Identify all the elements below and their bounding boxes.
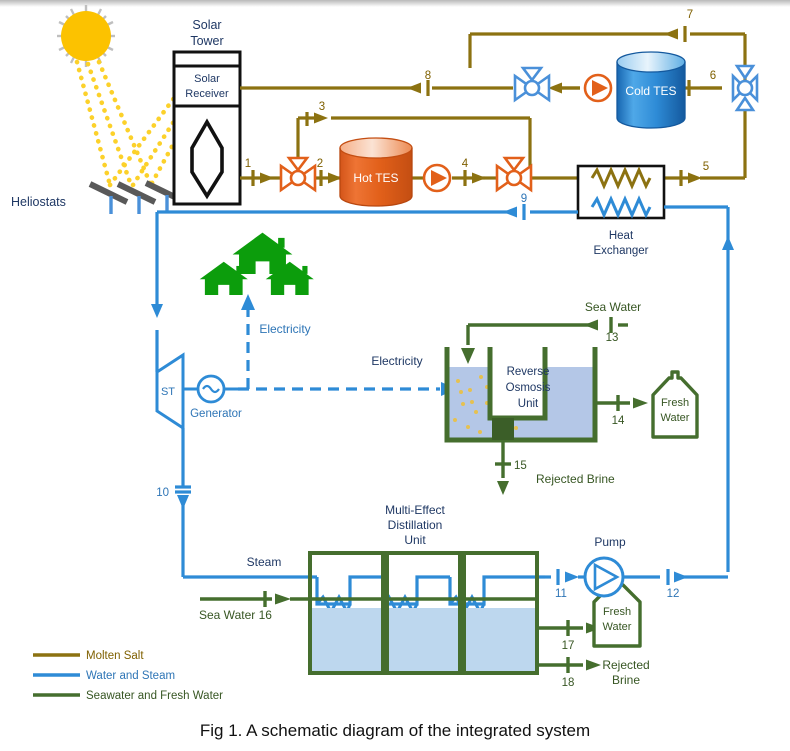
houses-icon (199, 232, 314, 295)
sea-water-ro-label: Sea Water (585, 300, 641, 314)
figure-caption: Fig 1. A schematic diagram of the integr… (200, 721, 590, 740)
valve-hot-inlet-icon (279, 156, 317, 193)
stream-label-13: 13 (606, 332, 619, 344)
reverse-osmosis-label-line3: Unit (518, 398, 539, 410)
heliostats-group (88, 180, 185, 214)
reverse-osmosis-label-line2: Osmosis (506, 382, 551, 394)
ro-seawater-arrowheads (461, 319, 598, 364)
ro-fresh-arrowhead (633, 397, 648, 409)
generator-label: Generator (190, 408, 242, 420)
pump-med-icon (583, 556, 625, 598)
solar-tower (172, 50, 242, 206)
pump-hot-tes-icon (422, 163, 452, 193)
stream-label-5: 5 (703, 161, 709, 173)
sea-water-med-label: Sea Water 16 (199, 608, 272, 622)
ro-rejected-brine-out (495, 440, 511, 478)
ro-seawater-inlet (466, 317, 628, 345)
heat-exchanger-label-line2: Exchanger (594, 245, 649, 257)
ro-fresh-water-out (595, 395, 630, 411)
electricity-lines (238, 310, 440, 391)
valve-hx-inlet-icon (495, 156, 533, 193)
stream-label-9: 9 (521, 193, 527, 205)
solar-rays (74, 59, 184, 188)
reverse-osmosis-unit (444, 347, 598, 443)
heat-exchanger-label-line1: Heat (609, 230, 634, 242)
pump-label: Pump (594, 535, 626, 549)
top-gradient-strip (0, 0, 790, 7)
stream-label-11: 11 (555, 588, 567, 600)
steam-label: Steam (247, 555, 282, 569)
stream-label-18: 18 (562, 677, 575, 689)
rejected-brine-med-label-line2: Brine (612, 673, 640, 687)
hot-tes-tank (339, 137, 413, 207)
sun-icon (57, 5, 115, 67)
electricity-label-ro: Electricity (371, 354, 422, 368)
fresh-water-tank-ro (651, 370, 699, 439)
solar-receiver-label-line2: Receiver (185, 88, 229, 100)
stream-label-8: 8 (425, 70, 431, 82)
steam-turbine-label: ST (161, 386, 175, 398)
cold-tes-label: Cold TES (625, 84, 676, 98)
stream-label-4: 4 (462, 158, 469, 170)
fresh-water-ro-label-line2: Water (661, 412, 690, 424)
solar-receiver-label-line1: Solar (194, 73, 220, 85)
pump-cold-tes-icon (583, 73, 613, 103)
med-seawater-inlet (200, 591, 539, 673)
heliostats-label: Heliostats (11, 195, 66, 209)
legend-label-water-steam: Water and Steam (86, 670, 175, 682)
steam-turbine-icon (155, 352, 185, 431)
rejected-brine-med-label-line1: Rejected (602, 658, 649, 672)
med-brine-arrowhead (586, 659, 601, 671)
legend-label-molten-salt: Molten Salt (86, 650, 144, 662)
fresh-water-med-label-line2: Water (603, 621, 632, 633)
med-seawater-arrowhead (275, 593, 291, 605)
heat-exchanger (576, 164, 666, 220)
cold-tes-tank (616, 51, 686, 129)
stream-label-15: 15 (514, 460, 527, 472)
med-effect-vessels (308, 551, 539, 675)
med-label-line1: Multi-Effect (385, 503, 445, 517)
stream-label-6: 6 (710, 70, 716, 82)
reverse-osmosis-label-line1: Reverse (507, 366, 550, 378)
stream-label-3: 3 (319, 101, 325, 113)
solar-tower-label-line1: Solar (192, 18, 221, 32)
med-fresh-water-out (537, 620, 583, 636)
electricity-arrowheads (241, 294, 457, 396)
legend-label-seawater: Seawater and Fresh Water (86, 690, 223, 702)
stream-label-7: 7 (687, 9, 693, 21)
hot-tes-label: Hot TES (353, 171, 398, 185)
rejected-brine-ro-label: Rejected Brine (536, 472, 615, 486)
med-label-line2: Distillation (388, 518, 443, 532)
electricity-label-houses: Electricity (259, 322, 310, 336)
stream-label-14: 14 (612, 415, 625, 427)
solar-tower-label-line2: Tower (190, 34, 223, 48)
stream-label-12: 12 (667, 588, 680, 600)
ro-brine-arrowhead (497, 481, 509, 495)
valve-cold-inlet-icon (731, 64, 759, 112)
stream-label-10: 10 (156, 487, 169, 499)
stream-label-17: 17 (562, 640, 575, 652)
legend: Molten Salt Water and Steam Seawater and… (33, 650, 223, 702)
stream-label-2: 2 (317, 158, 323, 170)
water-steam-flow-arrows (151, 204, 734, 585)
fresh-water-ro-label-line1: Fresh (661, 397, 689, 409)
med-label-line3: Unit (404, 533, 426, 547)
valve-cold-outlet-icon (513, 66, 551, 103)
stream-label-1: 1 (245, 158, 251, 170)
generator-icon (183, 374, 238, 404)
fresh-water-med-label-line1: Fresh (603, 606, 631, 618)
med-rejected-brine-out (537, 657, 583, 673)
